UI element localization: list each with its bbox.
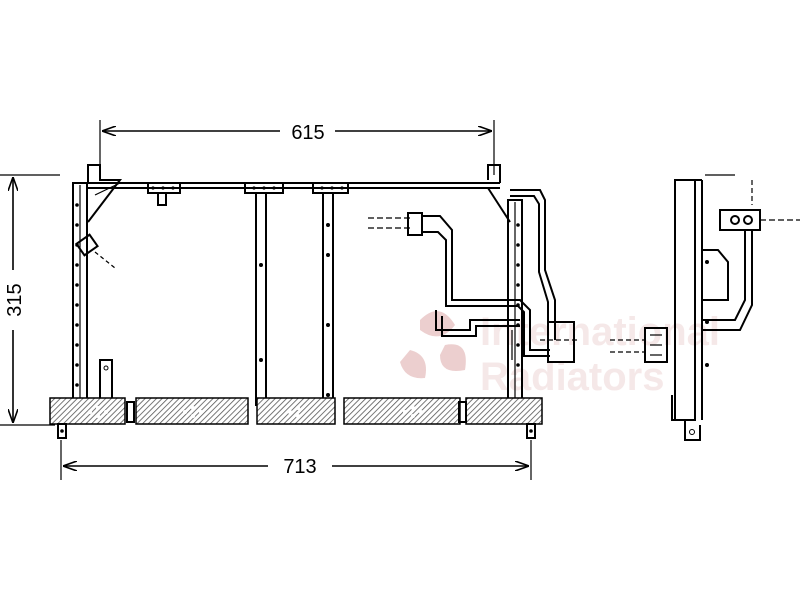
dimension-left: 315 (0, 174, 60, 426)
dimension-bottom: 713 (60, 440, 532, 480)
front-view: 615 315 713 (0, 120, 580, 480)
dimension-label-bottom: 713 (283, 456, 316, 478)
side-view (610, 174, 800, 441)
refrigerant-pipes (368, 189, 580, 363)
dimension-label-top: 615 (291, 122, 324, 144)
dimension-label-left: 315 (4, 283, 26, 316)
watermark: International Radiators (400, 310, 720, 399)
top-rail (88, 182, 500, 206)
watermark-logo (400, 311, 466, 379)
bottom-rail (49, 397, 543, 439)
dimension-top: 615 (99, 120, 495, 175)
left-tank (72, 164, 123, 400)
watermark-text-line1: International (480, 310, 720, 354)
vertical-struts (255, 192, 334, 406)
